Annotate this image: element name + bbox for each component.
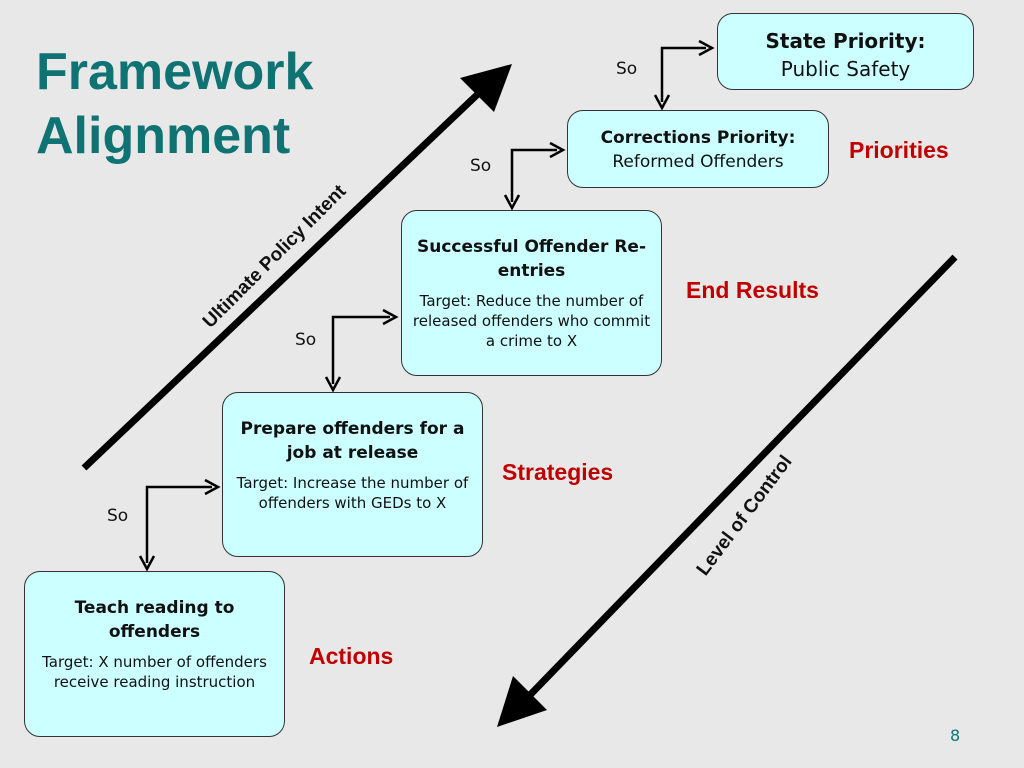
corrections-priority-box: Corrections Priority: Reformed Offenders bbox=[567, 110, 829, 188]
state-priority-subtitle: Public Safety bbox=[780, 57, 911, 81]
so-connector-2 bbox=[503, 141, 566, 211]
reentry-box: Successful Offender Re-entries Target: R… bbox=[401, 210, 662, 376]
reentry-target: Target: Reduce the number of released of… bbox=[412, 292, 651, 350]
so-label-2: So bbox=[470, 156, 492, 176]
corrections-priority-subtitle: Reformed Offenders bbox=[612, 152, 784, 172]
state-priority-title: State Priority: bbox=[765, 29, 926, 53]
slide-title: Framework Alignment bbox=[36, 40, 313, 168]
so-connector-3 bbox=[324, 308, 399, 393]
job-prep-title: Prepare offenders for a job at release bbox=[240, 419, 465, 463]
page-number: 8 bbox=[950, 726, 961, 745]
so-label-4: So bbox=[107, 506, 129, 526]
reentry-title: Successful Offender Re-entries bbox=[416, 237, 647, 281]
category-end-results: End Results bbox=[686, 277, 819, 303]
level-of-control-arrow bbox=[497, 254, 958, 727]
teach-reading-target: Target: X number of offenders receive re… bbox=[42, 653, 267, 691]
title-line-1: Framework bbox=[36, 43, 314, 101]
corrections-priority-title: Corrections Priority: bbox=[600, 128, 796, 148]
teach-reading-title: Teach reading to offenders bbox=[74, 598, 235, 642]
category-actions: Actions bbox=[309, 643, 394, 669]
policy-intent-arrow bbox=[81, 64, 512, 471]
teach-reading-box: Teach reading to offenders Target: X num… bbox=[24, 571, 285, 737]
so-label-1: So bbox=[616, 59, 638, 79]
job-prep-box: Prepare offenders for a job at release T… bbox=[222, 392, 483, 557]
so-connector-1 bbox=[653, 39, 715, 111]
so-connector-4 bbox=[138, 478, 221, 572]
category-priorities: Priorities bbox=[849, 137, 949, 163]
state-priority-box: State Priority: Public Safety bbox=[717, 13, 974, 90]
title-line-2: Alignment bbox=[36, 107, 291, 165]
category-strategies: Strategies bbox=[502, 459, 614, 485]
so-label-3: So bbox=[295, 330, 317, 350]
job-prep-target: Target: Increase the number of offenders… bbox=[236, 474, 469, 512]
